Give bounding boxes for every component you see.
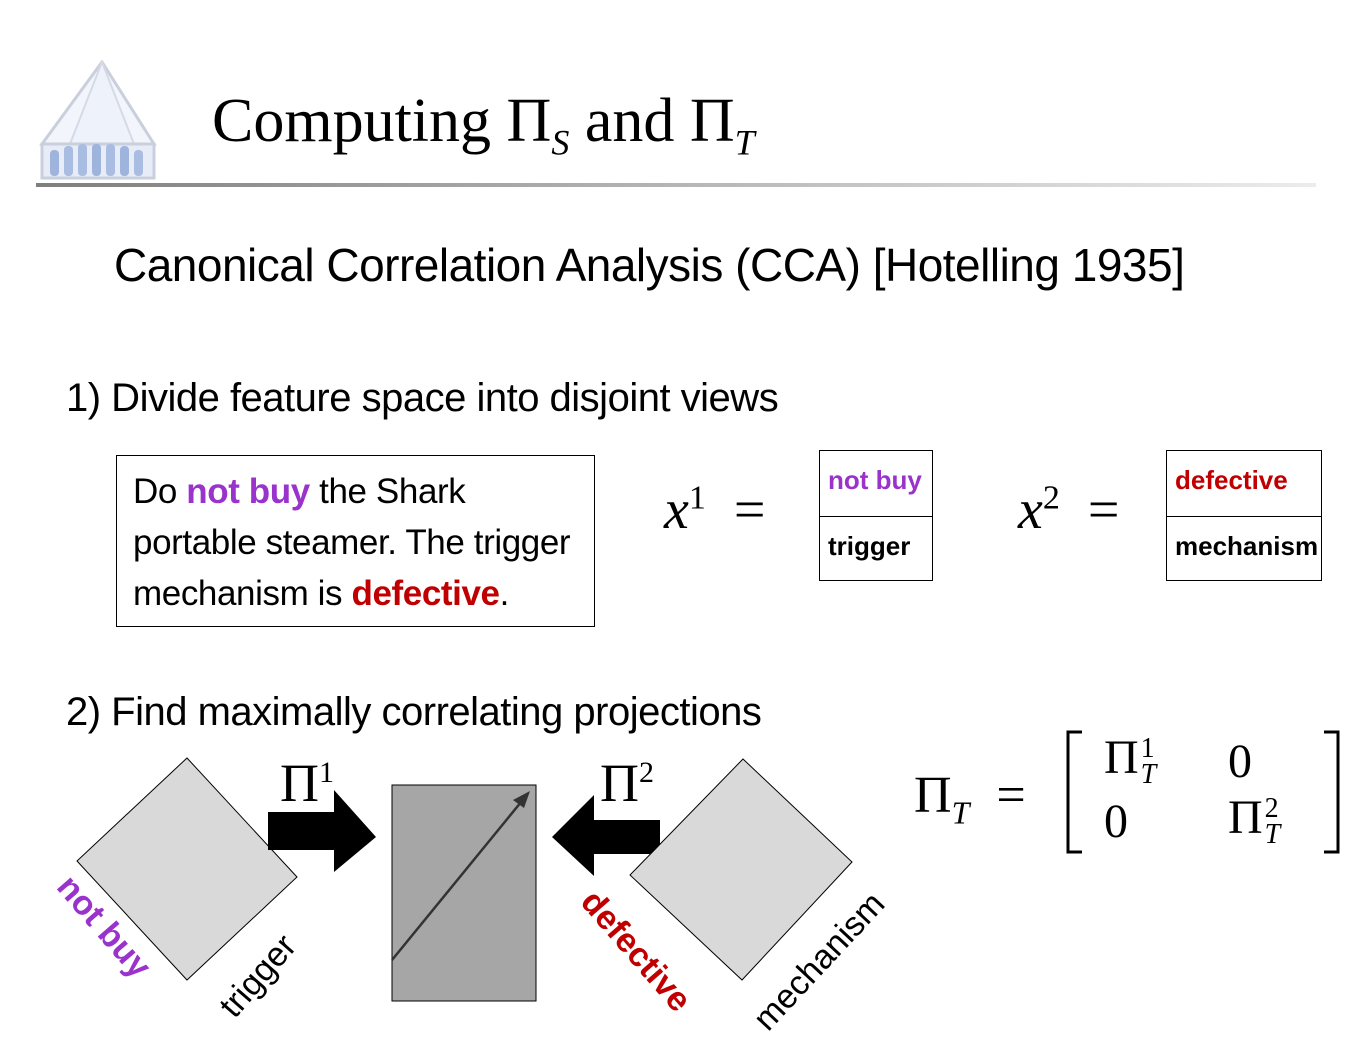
logo-icon bbox=[39, 60, 157, 180]
matrix-a21: 0 bbox=[1104, 795, 1128, 848]
projection-diagram bbox=[76, 757, 853, 1002]
view1-feature-vector: not buy trigger bbox=[819, 450, 933, 581]
highlight-not-buy: not buy bbox=[186, 472, 310, 511]
pi2-arrow-icon bbox=[552, 795, 660, 876]
title-pi-s: ΠS bbox=[506, 87, 570, 163]
example-review-box: Do not buy the Shark portable steamer. T… bbox=[116, 455, 595, 627]
view2-feature-top: defective bbox=[1175, 465, 1288, 495]
step-one-label: 1) Divide feature space into disjoint vi… bbox=[66, 376, 779, 420]
view1-feature-top: not buy bbox=[828, 465, 922, 495]
example-line-3: mechanism is defective. bbox=[133, 574, 509, 613]
matrix-lhs: ΠT = bbox=[914, 767, 1026, 831]
view2-equation: x2 = bbox=[1018, 479, 1120, 541]
slide-title: Computing ΠS and ΠT bbox=[212, 78, 755, 185]
matrix-brackets bbox=[1066, 730, 1340, 854]
view2-divider bbox=[1167, 516, 1321, 517]
pi1-arrow-icon bbox=[268, 790, 376, 872]
view2-feature-bottom: mechanism bbox=[1175, 531, 1319, 561]
view2-feature-vector: defective mechanism bbox=[1166, 450, 1322, 581]
projection-vector-arrowhead-icon bbox=[513, 791, 530, 808]
example-line-1: Do not buy the Shark bbox=[133, 472, 466, 511]
view1-equation: x1 = bbox=[664, 479, 766, 541]
pi2-label: Π2 bbox=[600, 753, 654, 813]
title-conjunction: and bbox=[584, 87, 675, 155]
view1-divider bbox=[820, 516, 932, 517]
title-prefix: Computing bbox=[212, 87, 492, 155]
right-view-panel bbox=[629, 758, 853, 981]
pi1-label: Π1 bbox=[280, 753, 334, 813]
example-line-2: portable steamer. The trigger bbox=[133, 523, 571, 562]
center-projection-panel bbox=[391, 784, 537, 1002]
title-pi-t: ΠT bbox=[689, 87, 755, 163]
view1-feature-bottom: trigger bbox=[828, 531, 911, 561]
projection-vector-line bbox=[391, 795, 527, 961]
title-divider bbox=[36, 183, 1316, 187]
step-two-label: 2) Find maximally correlating projection… bbox=[66, 690, 762, 734]
matrix-a12: 0 bbox=[1228, 735, 1252, 788]
highlight-defective: defective bbox=[351, 574, 500, 613]
section-heading: Canonical Correlation Analysis (CCA) [Ho… bbox=[114, 239, 1185, 291]
left-view-panel bbox=[76, 757, 298, 981]
